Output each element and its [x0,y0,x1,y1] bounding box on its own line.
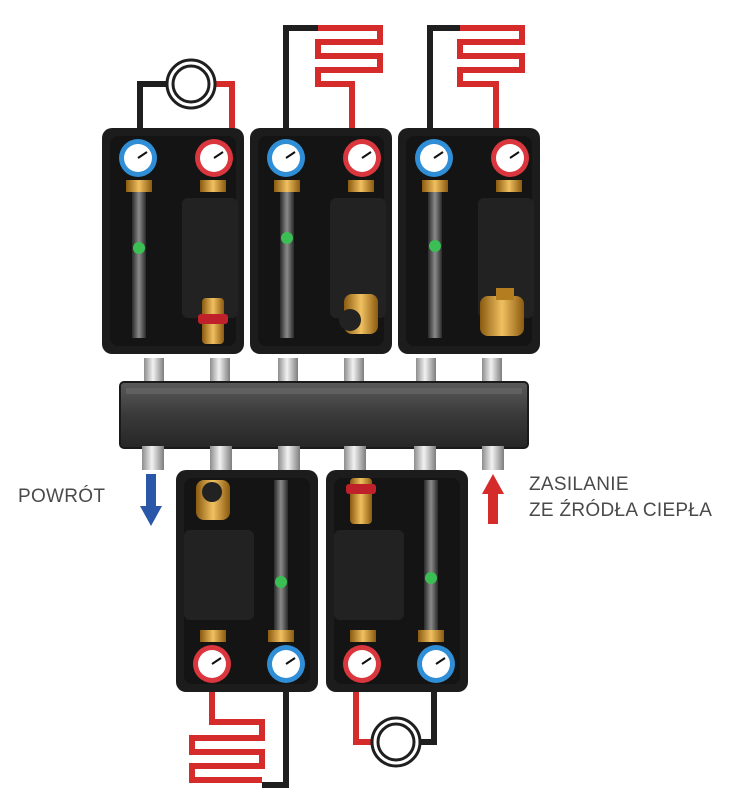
mixing-valve-icon [339,294,378,334]
hot-gauge-icon [491,139,529,177]
cold-gauge-icon [267,139,305,177]
cold-gauge-icon [415,139,453,177]
underfloor-loop-icon [457,25,525,128]
mixing-valve-icon [196,480,230,520]
return-label-text: POWRÓT [18,486,106,507]
manifold-lower-connectors [142,446,504,470]
ball-valve-icon [198,298,228,344]
cold-gauge-icon [267,645,305,683]
return-label: POWRÓT [18,484,105,510]
top-piping [137,25,525,128]
pump-module-3 [398,128,540,354]
manifold [119,358,529,470]
hot-gauge-icon [193,645,231,683]
hot-gauge-icon [343,645,381,683]
pump-module-4 [176,470,318,692]
heating-circuit-pump-icon [165,58,217,110]
supply-label: ZASILANIE ZE ŹRÓDŁA CIEPŁA [529,472,712,523]
heating-circuit-pump-icon [370,716,422,768]
pump-module-1 [102,128,244,354]
cold-gauge-icon [417,645,455,683]
ball-valve-icon [346,478,376,524]
hot-gauge-icon [343,139,381,177]
manifold-upper-connectors [144,358,502,386]
cold-gauge-icon [119,139,157,177]
return-arrow-icon [140,474,162,526]
supply-arrow-icon [482,474,504,524]
supply-label-line-1: ZASILANIE [529,474,629,495]
pump-module-5 [326,470,468,692]
pump-module-2 [250,128,392,354]
underfloor-loop-icon [315,25,383,128]
hot-gauge-icon [195,139,233,177]
mixing-valve-icon [480,288,524,336]
supply-label-line-2: ZE ŹRÓDŁA CIEPŁA [529,499,713,521]
bottom-piping [189,692,437,788]
underfloor-loop-icon [189,692,265,783]
